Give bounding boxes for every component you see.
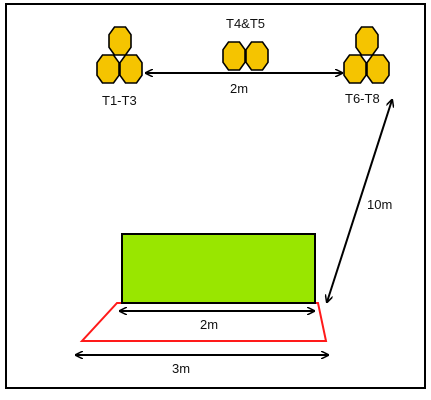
target-cone-icon xyxy=(245,41,269,71)
diagonal-distance-arrow xyxy=(327,100,392,302)
green-field xyxy=(121,233,316,304)
target-cone-icon xyxy=(366,54,390,84)
target-group-t4-t5 xyxy=(222,41,269,71)
target-cone-icon xyxy=(343,54,367,84)
label-t4-t5: T4&T5 xyxy=(226,16,265,31)
target-cone-icon xyxy=(222,41,246,71)
label-inner-field-distance: 2m xyxy=(200,317,218,332)
label-t1-t3: T1-T3 xyxy=(102,93,137,108)
label-diagonal-distance: 10m xyxy=(367,197,392,212)
label-t6-t8: T6-T8 xyxy=(345,91,380,106)
target-cone-icon xyxy=(119,54,143,84)
target-cone-icon xyxy=(355,26,379,56)
target-cone-icon xyxy=(108,26,132,56)
target-group-t1-t3 xyxy=(96,26,143,84)
label-top-distance: 2m xyxy=(230,81,248,96)
label-outer-field-distance: 3m xyxy=(172,361,190,376)
target-group-t6-t8 xyxy=(343,26,390,84)
target-cone-icon xyxy=(96,54,120,84)
